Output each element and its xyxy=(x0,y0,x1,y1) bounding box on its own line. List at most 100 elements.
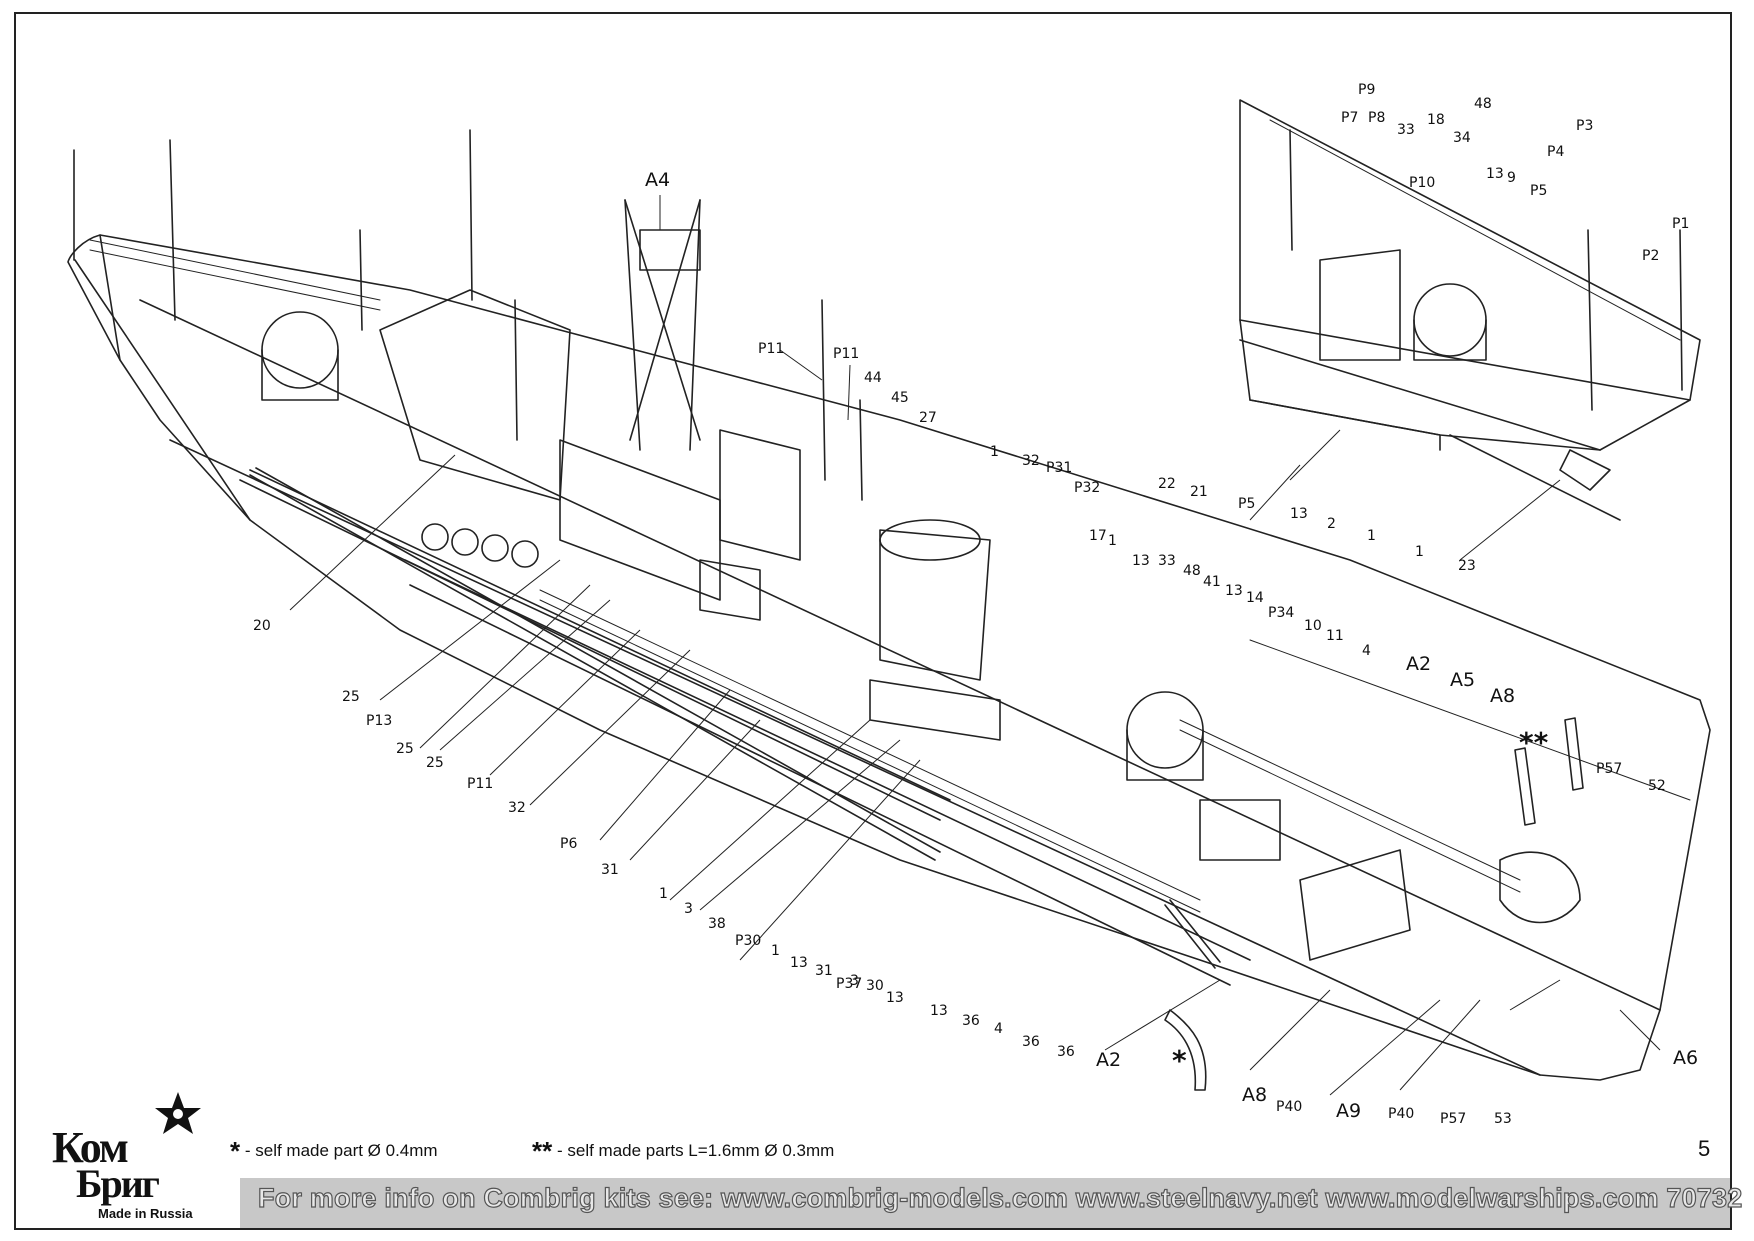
callout: P13 xyxy=(366,713,392,729)
logo-tagline: Made in Russia xyxy=(98,1206,193,1221)
callout: 3 xyxy=(850,973,859,989)
callout: 36 xyxy=(1057,1044,1075,1060)
callout: A4 xyxy=(645,169,670,191)
callout-labels: A4 P11 P11 44 45 27 1 32 P31 P32 17 1 13… xyxy=(253,82,1698,1127)
callout: A8 xyxy=(1242,1084,1267,1106)
callout: P40 xyxy=(1388,1106,1414,1122)
callout: 3 xyxy=(684,901,693,917)
callout: P11 xyxy=(833,346,859,362)
callout: A9 xyxy=(1336,1100,1361,1122)
callout: P1 xyxy=(1672,216,1689,232)
callout: 31 xyxy=(815,963,833,979)
double-star-marker: ** xyxy=(1519,726,1549,759)
logo-text-line1: Ком xyxy=(52,1123,129,1172)
callout: P9 xyxy=(1358,82,1375,98)
single-star-symbol: * xyxy=(230,1136,241,1166)
callout: 18 xyxy=(1427,112,1445,128)
callout: 9 xyxy=(1507,170,1516,186)
callout: 1 xyxy=(1367,528,1376,544)
double-star-symbol: ** xyxy=(532,1136,553,1166)
callout: 33 xyxy=(1397,122,1415,138)
callout: 41 xyxy=(1203,574,1221,590)
callout: 48 xyxy=(1474,96,1492,112)
callout: 32 xyxy=(1022,453,1040,469)
callout: A8 xyxy=(1490,685,1515,707)
callout: 27 xyxy=(919,410,937,426)
callout: P37 xyxy=(836,976,862,992)
callout: 25 xyxy=(426,755,444,771)
callout: 34 xyxy=(1453,130,1471,146)
legend-double-star: ** - self made parts L=1.6mm Ø 0.3mm xyxy=(532,1136,834,1167)
callout: 13 xyxy=(1486,166,1504,182)
callout: P10 xyxy=(1409,175,1435,191)
logo-text-line2: Бриг xyxy=(76,1161,160,1206)
logo-star-icon xyxy=(155,1092,201,1134)
callout: P32 xyxy=(1074,480,1100,496)
callout: 17 xyxy=(1089,528,1107,544)
callout: 36 xyxy=(1022,1034,1040,1050)
callout: P11 xyxy=(467,776,493,792)
callout: 36 xyxy=(962,1013,980,1029)
callout: 13 xyxy=(1225,583,1243,599)
callout: 45 xyxy=(891,390,909,406)
single-star-marker: * xyxy=(1172,1044,1187,1077)
masts xyxy=(73,129,863,501)
drawing-sheet xyxy=(14,12,1732,1230)
callout: A5 xyxy=(1450,669,1475,691)
single-star-text: - self made part Ø 0.4mm xyxy=(244,1140,438,1160)
callout: 1 xyxy=(1415,544,1424,560)
callout: 4 xyxy=(994,1021,1003,1037)
callout: 2 xyxy=(1327,516,1336,532)
callout: 13 xyxy=(1132,553,1150,569)
callout: P8 xyxy=(1368,110,1385,126)
callout: P7 xyxy=(1341,110,1358,126)
callout: 14 xyxy=(1246,590,1264,606)
page-number: 5 xyxy=(1698,1136,1711,1161)
deck-railings xyxy=(89,239,1691,913)
callout: P40 xyxy=(1276,1099,1302,1115)
callout: 53 xyxy=(1494,1111,1512,1127)
callout: 33 xyxy=(1158,553,1176,569)
leader-lines xyxy=(289,195,1661,1096)
callout: 1 xyxy=(659,886,668,902)
footer-info-text: For more info on Combrig kits see: www.c… xyxy=(257,1182,1743,1213)
callout: 13 xyxy=(790,955,808,971)
callout: 23 xyxy=(1458,558,1476,574)
callout: 13 xyxy=(886,990,904,1006)
callout: P57 xyxy=(1440,1111,1466,1127)
callout: A2 xyxy=(1406,653,1431,675)
callout: P6 xyxy=(560,836,577,852)
callout: 13 xyxy=(930,1003,948,1019)
callout: 30 xyxy=(866,978,884,994)
callout: 25 xyxy=(342,689,360,705)
callout: P2 xyxy=(1642,248,1659,264)
callout: 22 xyxy=(1158,476,1176,492)
callout: 21 xyxy=(1190,484,1208,500)
callout: 1 xyxy=(1108,533,1117,549)
callout: P4 xyxy=(1547,144,1564,160)
footer-band xyxy=(240,1178,1730,1228)
callout: 13 xyxy=(1290,506,1308,522)
callout: 10 xyxy=(1304,618,1322,634)
callout: 4 xyxy=(1362,643,1371,659)
double-star-text: - self made parts L=1.6mm Ø 0.3mm xyxy=(556,1140,835,1160)
callout: 20 xyxy=(253,618,271,634)
callout: P11 xyxy=(758,341,784,357)
callout: P31 xyxy=(1046,460,1072,476)
callout: P5 xyxy=(1238,496,1255,512)
superstructure xyxy=(261,229,1581,961)
callout: A2 xyxy=(1096,1049,1121,1071)
callout: 44 xyxy=(864,370,882,386)
callout: A6 xyxy=(1673,1047,1698,1069)
callout: 25 xyxy=(396,741,414,757)
main-hull xyxy=(67,234,1711,1081)
callout: P3 xyxy=(1576,118,1593,134)
callout: P5 xyxy=(1530,183,1547,199)
callout: 11 xyxy=(1326,628,1344,644)
callout: 1 xyxy=(990,444,999,460)
callout: P57 xyxy=(1596,761,1622,777)
callout: 38 xyxy=(708,916,726,932)
inset-bow-view xyxy=(1239,99,1701,521)
callout: P34 xyxy=(1268,605,1294,621)
